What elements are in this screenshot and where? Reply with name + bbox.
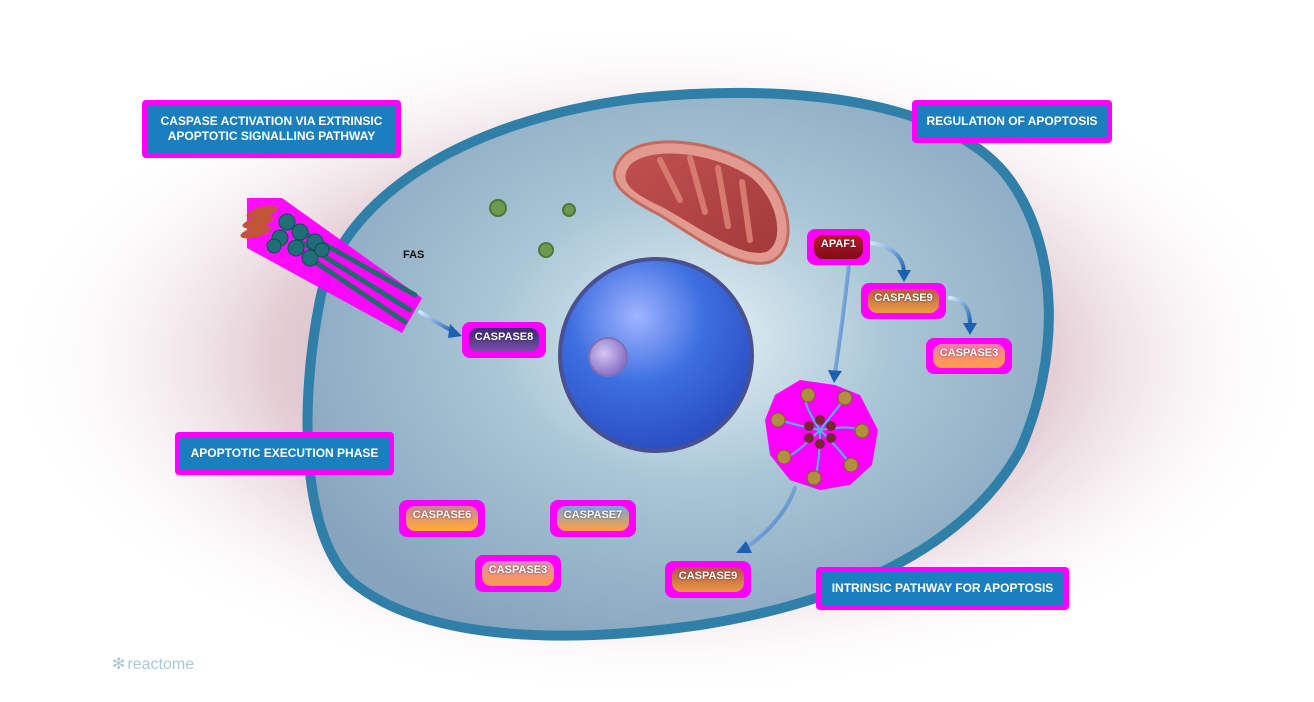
reaction-arrows [418,241,977,553]
label-extrinsic-pathway-text: CASPASE ACTIVATION VIA EXTRINSIC APOPTOT… [147,105,396,153]
label-execution-phase[interactable]: APOPTOTIC EXECUTION PHASE [175,432,394,475]
label-execution-text: APOPTOTIC EXECUTION PHASE [180,437,389,470]
protein-caspase8[interactable]: CASPASE8 [462,322,546,358]
protein-caspase9-bottom[interactable]: CASPASE9 [665,561,751,598]
caspase6-text: CASPASE6 [406,506,478,531]
nucleus [558,257,754,453]
caspase3-bottom-text: CASPASE3 [482,561,554,586]
label-intrinsic-text: INTRINSIC PATHWAY FOR APOPTOSIS [821,572,1064,605]
reactome-logo-text: reactome [127,656,195,673]
caspase7-text: CASPASE7 [557,506,629,531]
nucleolus [588,337,628,377]
fas-label[interactable]: FAS [403,249,425,261]
caspase8-text: CASPASE8 [469,328,539,352]
caspase9-bottom-text: CASPASE9 [672,567,744,592]
label-regulation-of-apoptosis[interactable]: REGULATION OF APOPTOSIS [912,100,1112,143]
label-regulation-text: REGULATION OF APOPTOSIS [917,105,1107,138]
protein-caspase3-right[interactable]: CASPASE3 [926,338,1012,374]
caspase3-right-text: CASPASE3 [933,344,1005,368]
vesicle [489,199,507,217]
reactome-mark-icon: ✻ [112,656,126,673]
protein-caspase9-top[interactable]: CASPASE9 [861,283,946,319]
mitochondrion [612,140,790,265]
label-intrinsic-pathway[interactable]: INTRINSIC PATHWAY FOR APOPTOSIS [816,567,1069,610]
protein-apaf1[interactable]: APAF1 [807,229,870,265]
vesicle [538,242,554,258]
vesicle [562,203,576,217]
fas-receptor [240,198,422,333]
protein-caspase7[interactable]: CASPASE7 [550,500,636,537]
apoptosome [765,380,878,490]
apaf1-text: APAF1 [814,235,863,259]
label-extrinsic-pathway[interactable]: CASPASE ACTIVATION VIA EXTRINSIC APOPTOT… [142,100,401,158]
caspase9-top-text: CASPASE9 [868,289,939,313]
protein-caspase3-bottom[interactable]: CASPASE3 [475,555,561,592]
protein-caspase6[interactable]: CASPASE6 [399,500,485,537]
reactome-logo: ✻reactome [112,654,194,674]
